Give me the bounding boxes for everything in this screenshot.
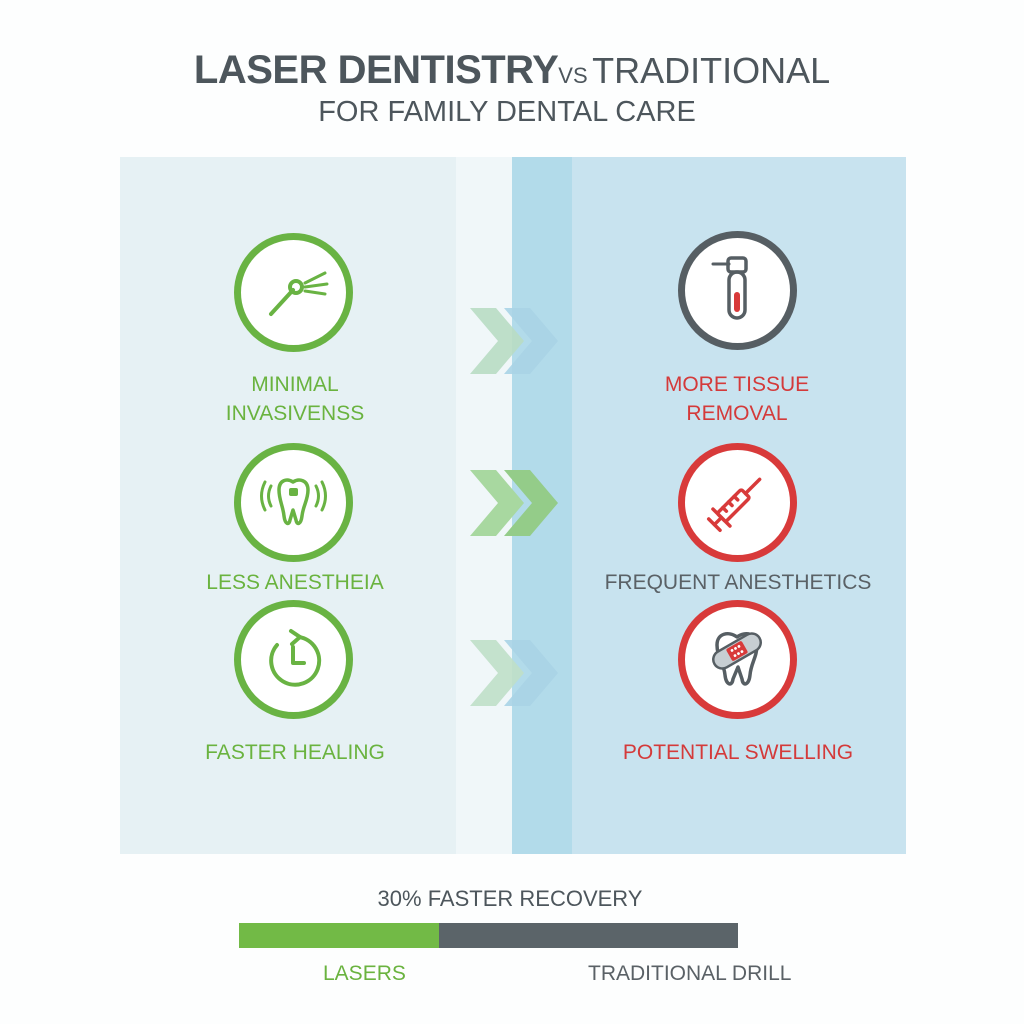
title-vs: VS	[558, 63, 588, 88]
syringe-icon	[678, 443, 797, 562]
laser-handpiece-icon	[234, 233, 353, 352]
laser-item-1-label: MINIMAL INVASIVENSS	[190, 370, 400, 428]
page-subtitle: FOR FAMILY DENTAL CARE	[318, 96, 696, 128]
title-rest: TRADITIONAL	[592, 50, 831, 91]
recovery-caption: 30% FASTER RECOVERY	[377, 886, 643, 911]
clock-refresh-icon	[234, 600, 353, 719]
chevron-right-icon	[466, 470, 570, 536]
laser-item-3-label: FASTER HEALING	[205, 741, 385, 764]
traditional-item-2-label: FREQUENT ANESTHETICS	[604, 571, 872, 594]
dental-drill-icon	[678, 231, 797, 350]
traditional-item-1-label: MORE TISSUE REMOVAL	[632, 370, 842, 428]
traditional-item-3-label: POTENTIAL SWELLING	[622, 741, 854, 764]
bandaged-tooth-icon	[678, 600, 797, 719]
page-title: LASER DENTISTRYVS TRADITIONAL	[0, 48, 1024, 93]
chevron-right-icon	[466, 640, 570, 706]
traditional-item-1-line2: REMOVAL	[686, 402, 788, 425]
recovery-bar-laser-fill	[239, 923, 439, 948]
traditional-item-1-line1: MORE TISSUE	[664, 373, 810, 396]
traditional-drill-label: TRADITIONAL DRILL	[588, 962, 792, 985]
title-bold: LASER DENTISTRY	[193, 48, 559, 92]
laser-item-1-line2: INVASIVENSS	[225, 402, 365, 425]
lasers-label: LASERS	[323, 962, 406, 985]
recovery-bar	[239, 923, 738, 948]
tooth-icon	[234, 443, 353, 562]
laser-item-1-line1: MINIMAL	[251, 373, 339, 396]
chevron-right-icon	[466, 308, 570, 374]
laser-item-2-label: LESS ANESTHEIA	[206, 571, 384, 594]
